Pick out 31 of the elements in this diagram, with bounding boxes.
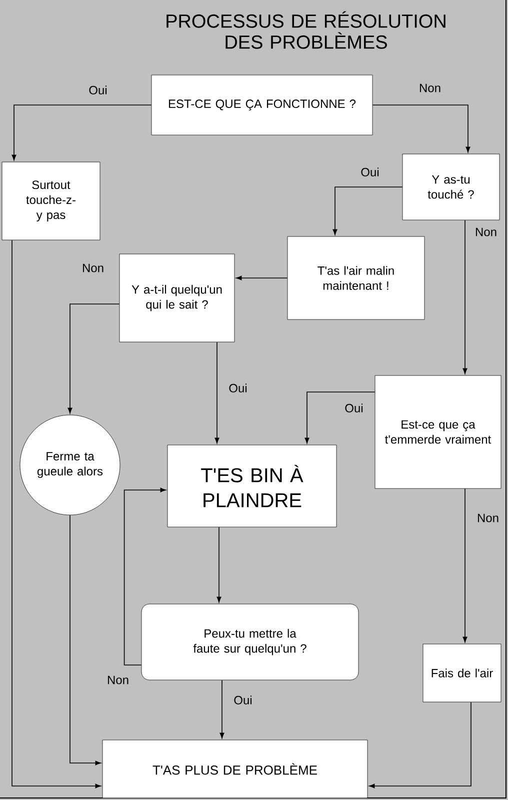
arrow (216, 526, 222, 602)
question-box: Y as-tu touché ? (402, 154, 500, 220)
arrow (70, 514, 101, 766)
arrow (236, 276, 288, 280)
question-box: Est-ce que ça t'emmerde vraiment (374, 375, 502, 489)
arrow (68, 304, 120, 414)
title: PROCESSUS DE RÉSOLUTION DES PROBLÈMES (166, 11, 446, 49)
arrow (124, 488, 166, 666)
process-box: T'as l'air malin maintenant ! (287, 236, 425, 320)
edge-label: Oui (228, 382, 248, 394)
arrow (304, 392, 376, 444)
edge-label: Oui (88, 84, 108, 96)
arrow (462, 488, 468, 642)
edge-label: Oui (360, 166, 380, 178)
arrow (372, 104, 470, 152)
arrow (220, 680, 224, 738)
arrow (12, 104, 152, 160)
question-box: Y a-t-il quelqu'un qui le sait ? (119, 254, 235, 342)
end-box: T'AS PLUS DE PROBLÈME (102, 740, 368, 798)
arrow (214, 342, 220, 444)
edge-label: Oui (344, 402, 364, 414)
process-box: Surtout touche-z- y pas (2, 162, 100, 240)
arrow (462, 220, 468, 374)
question-box: EST-CE QUE ÇA FONCTIONNE ? (151, 74, 373, 136)
arrow (332, 186, 403, 235)
process-box: Fais de l'air (422, 644, 502, 702)
arrow (369, 702, 472, 788)
edge-label: Oui (232, 694, 254, 706)
arrow (12, 240, 101, 788)
question-box: Peux-tu mettre la faute sur quelqu'un ? (141, 604, 359, 680)
process-box: T'ES BIN À PLAINDRE (167, 444, 337, 528)
